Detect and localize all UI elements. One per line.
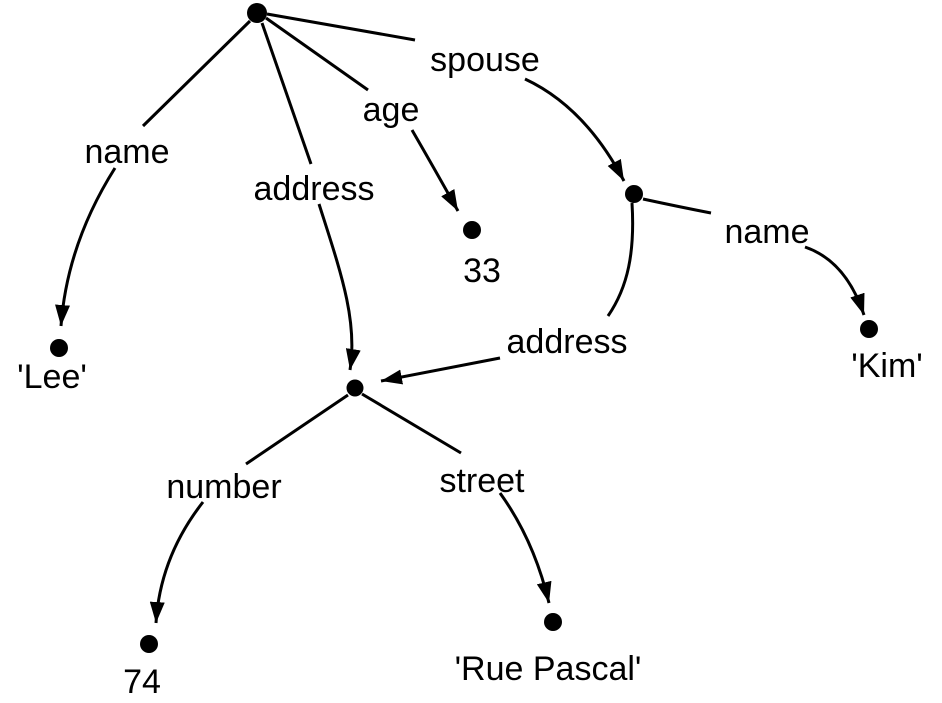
edge-person-spouse-lead xyxy=(266,12,416,42)
node-street-value xyxy=(544,613,562,631)
edge-person-address-arrow xyxy=(317,203,361,371)
edge-person-address-lead xyxy=(260,22,313,165)
edge-spouse-address-arrow xyxy=(380,356,501,385)
label-name-person: name xyxy=(84,133,169,171)
edge-address-street-lead xyxy=(361,392,462,455)
label-address-spouse: address xyxy=(507,323,628,361)
edge-person-name-lead xyxy=(141,19,252,128)
node-spouse xyxy=(625,185,643,203)
value-number-74: 74 xyxy=(123,663,161,701)
edge-person-spouse-arrow xyxy=(524,77,626,182)
node-person xyxy=(247,3,267,23)
edge-person-age-arrow xyxy=(410,129,460,212)
value-rue-pascal: 'Rue Pascal' xyxy=(455,650,642,688)
edge-spouse-address-lead xyxy=(606,202,635,317)
node-number-value xyxy=(140,635,158,653)
value-kim: 'Kim' xyxy=(851,347,923,385)
value-age-33: 33 xyxy=(463,252,501,290)
label-name-spouse: name xyxy=(724,213,809,251)
edge-person-name-arrow xyxy=(55,167,117,327)
edge-person-age-lead xyxy=(265,16,369,92)
edge-spouse-name-arrow xyxy=(804,245,866,316)
node-age-value xyxy=(463,221,481,239)
node-shared-address xyxy=(346,379,364,397)
label-spouse: spouse xyxy=(430,41,540,79)
edge-address-number-arrow xyxy=(149,501,205,624)
label-address-person: address xyxy=(254,170,375,208)
label-street: street xyxy=(439,462,525,500)
value-lee: 'Lee' xyxy=(17,358,87,396)
label-age: age xyxy=(363,91,420,129)
node-kim xyxy=(860,320,878,338)
edge-spouse-name-lead xyxy=(642,197,712,215)
edge-address-street-arrow xyxy=(498,492,552,604)
edge-address-number-lead xyxy=(245,393,349,466)
label-number: number xyxy=(166,468,281,506)
node-lee xyxy=(50,339,68,357)
